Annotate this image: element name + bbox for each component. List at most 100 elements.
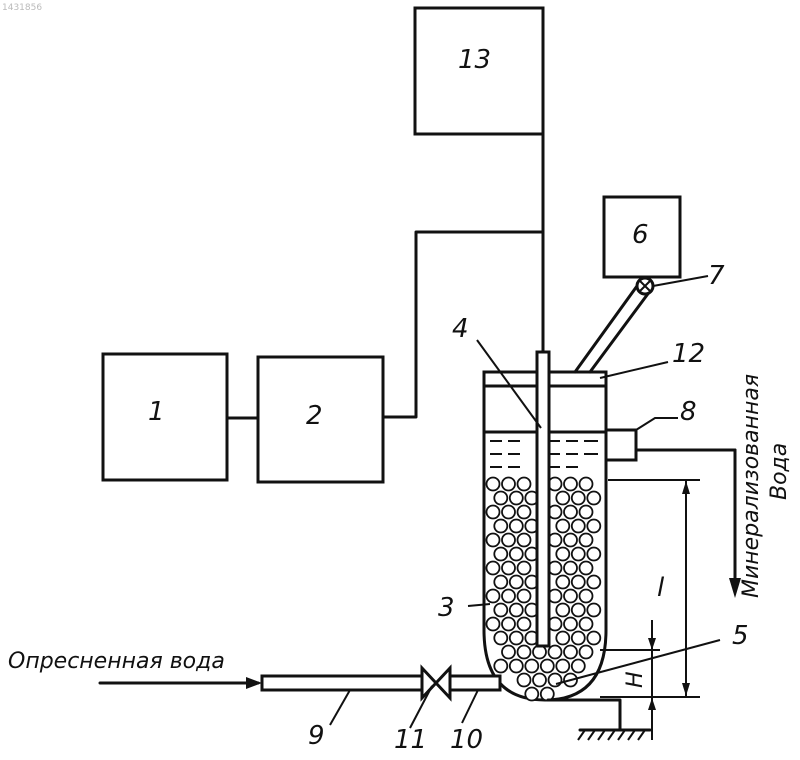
bead <box>587 604 600 617</box>
label-3: 3 <box>438 593 455 623</box>
block-2: 2 <box>258 357 383 482</box>
bead <box>487 534 500 547</box>
bead <box>580 590 593 603</box>
bead <box>518 618 531 631</box>
bead <box>525 660 538 673</box>
caption-mineralized-line2: Вода <box>767 443 792 500</box>
bead <box>494 632 507 645</box>
bead <box>564 646 577 659</box>
pipe-9 <box>262 676 422 690</box>
bead <box>580 478 593 491</box>
bead <box>510 632 523 645</box>
bead <box>518 674 531 687</box>
bead <box>494 548 507 561</box>
bead <box>564 478 577 491</box>
bead <box>580 562 593 575</box>
bead <box>518 646 531 659</box>
bead <box>494 492 507 505</box>
bead <box>487 562 500 575</box>
bead <box>502 646 515 659</box>
bead <box>556 576 569 589</box>
label-13: 13 <box>458 45 491 75</box>
bead <box>572 492 585 505</box>
label-12: 12 <box>672 339 705 369</box>
bead <box>564 562 577 575</box>
label-11: 11 <box>394 725 427 755</box>
bead <box>502 534 515 547</box>
bead <box>572 604 585 617</box>
bead <box>564 506 577 519</box>
bead <box>572 520 585 533</box>
bead <box>572 660 585 673</box>
bead <box>572 576 585 589</box>
bead <box>580 618 593 631</box>
dimension-l: l <box>600 480 700 697</box>
bead <box>564 590 577 603</box>
label-h: H <box>623 671 648 688</box>
block-6: 6 <box>604 197 680 277</box>
dimension-h: H <box>600 620 660 740</box>
connector-10 <box>450 676 500 690</box>
block-1: 1 <box>103 354 227 480</box>
bead <box>556 548 569 561</box>
support <box>548 700 650 740</box>
vessel <box>484 352 606 701</box>
caption-mineralized-line1: Минерализованная <box>739 374 764 598</box>
bead <box>556 604 569 617</box>
label-9: 9 <box>308 721 325 751</box>
label-1: 1 <box>148 397 165 427</box>
bead <box>502 590 515 603</box>
bead <box>556 520 569 533</box>
bead <box>487 506 500 519</box>
bead <box>487 618 500 631</box>
bead <box>518 590 531 603</box>
bead <box>587 576 600 589</box>
bead <box>587 492 600 505</box>
label-8: 8 <box>680 397 697 427</box>
bead <box>580 506 593 519</box>
bead <box>533 674 546 687</box>
bead <box>510 576 523 589</box>
bead <box>502 506 515 519</box>
bead <box>549 674 562 687</box>
bead <box>556 660 569 673</box>
bead <box>580 534 593 547</box>
bead <box>518 534 531 547</box>
electrode-4 <box>537 352 549 646</box>
corner-mark: 1431856 <box>2 3 42 13</box>
label-5: 5 <box>732 621 749 651</box>
bead <box>510 492 523 505</box>
bead <box>510 604 523 617</box>
bead <box>564 618 577 631</box>
bead <box>494 604 507 617</box>
bead <box>518 562 531 575</box>
bead <box>572 632 585 645</box>
bead <box>518 506 531 519</box>
bead <box>494 520 507 533</box>
bead <box>556 492 569 505</box>
label-2: 2 <box>306 401 323 431</box>
mineralized-water-arrow <box>636 450 741 598</box>
label-7: 7 <box>708 261 725 291</box>
bead <box>510 548 523 561</box>
label-6: 6 <box>632 220 649 250</box>
bead <box>487 478 500 491</box>
label-l: l <box>657 573 665 603</box>
label-10: 10 <box>450 725 483 755</box>
bead <box>510 660 523 673</box>
bead <box>572 548 585 561</box>
bead <box>556 632 569 645</box>
bead <box>502 618 515 631</box>
bead <box>587 548 600 561</box>
block-13: 13 <box>415 8 543 134</box>
bead <box>494 576 507 589</box>
bead <box>564 534 577 547</box>
outlet-8 <box>606 418 678 460</box>
caption-mineralized-water: Минерализованная Вода <box>739 374 792 598</box>
bead <box>502 562 515 575</box>
label-4: 4 <box>452 314 469 344</box>
bead <box>487 590 500 603</box>
bead <box>518 478 531 491</box>
bead <box>510 520 523 533</box>
